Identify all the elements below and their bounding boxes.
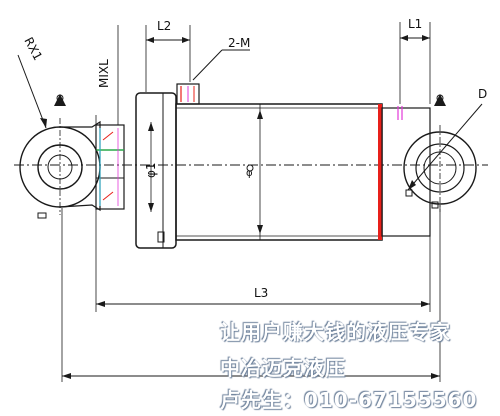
rx1-leader [17, 54, 47, 129]
l1-label: L1 [408, 17, 422, 31]
head-flange [135, 92, 177, 249]
watermark-banner: 让用户赚大钱的液压专家 中冶迈克液压 卢先生：010-67155560 [210, 312, 500, 416]
rx1-label: RX1 [21, 35, 45, 63]
d-leader [407, 103, 483, 191]
d-label: D [478, 87, 487, 101]
phi-small-label: φ [246, 168, 253, 179]
oil-port [176, 83, 200, 105]
tail-section [381, 106, 431, 237]
banner-company: 中冶迈克液压 [220, 356, 346, 380]
banner-slogan: 让用户赚大钱的液压专家 [220, 320, 451, 344]
two-m-leader [192, 49, 223, 81]
right-clevis-eye [403, 94, 477, 212]
left-rod-eye [19, 94, 101, 219]
phi1-label: φ1 [144, 162, 158, 178]
mixl-label: MIXL [97, 59, 111, 88]
l3-label: L3 [254, 286, 268, 300]
l2-label: L2 [157, 19, 171, 33]
cylinder-barrel [175, 103, 383, 241]
two-m-label: 2-M [228, 36, 250, 50]
banner-contact: 卢先生：010-67155560 [220, 388, 478, 412]
rod-thread-section [95, 115, 125, 230]
